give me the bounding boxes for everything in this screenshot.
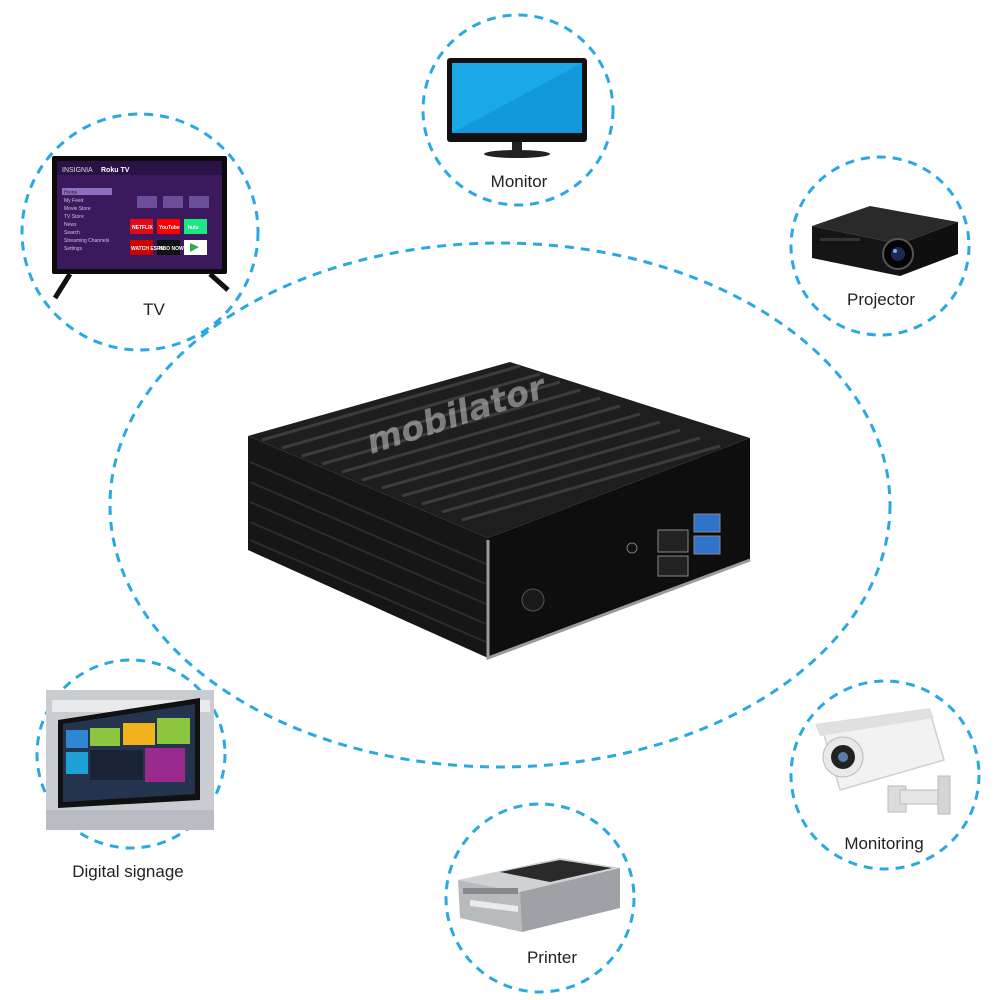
label-printer: Printer — [526, 948, 578, 967]
tv-menu-item: News — [64, 222, 77, 228]
mini-pc-image — [248, 362, 751, 661]
label-tv: TV — [143, 300, 165, 319]
tv-menu-item: Search — [64, 230, 80, 236]
tv-app-youtube: YouTube — [159, 225, 180, 231]
monitor-icon — [447, 58, 587, 158]
tv-app-espn: WATCH ESPN — [131, 246, 164, 252]
tv-menu-item: Movie Store — [64, 206, 91, 212]
tv-app-netflix: NETFLIX — [132, 225, 153, 231]
label-projector: Projector — [846, 290, 916, 309]
central-dashed-ellipse — [108, 241, 892, 769]
monitoring-camera-icon — [815, 708, 951, 815]
tv-menu-item: Home — [64, 190, 78, 196]
printer-icon — [458, 858, 620, 932]
tv-app-hulu: hulu — [188, 225, 199, 231]
tv-menu-item: TV Store — [64, 214, 84, 220]
digital-signage-icon — [46, 690, 214, 830]
tv-brand-text: INSIGNIA — [62, 167, 93, 174]
projector-icon — [812, 206, 958, 276]
tv-menu-list: Home My Feed Movie Store TV Store News S… — [64, 190, 110, 252]
tv-menu-item: Streaming Channels — [64, 238, 110, 244]
label-monitor: Monitor — [490, 172, 548, 191]
tv-app-hbo: HBO NOW — [159, 246, 184, 252]
tv-icon — [52, 156, 230, 300]
label-digital-signage: Digital signage — [72, 862, 184, 881]
tv-platform-text: Roku TV — [101, 167, 130, 174]
label-monitoring: Monitoring — [844, 834, 924, 853]
tv-menu-item: My Feed — [64, 198, 84, 204]
tv-menu-item: Settings — [64, 246, 83, 252]
